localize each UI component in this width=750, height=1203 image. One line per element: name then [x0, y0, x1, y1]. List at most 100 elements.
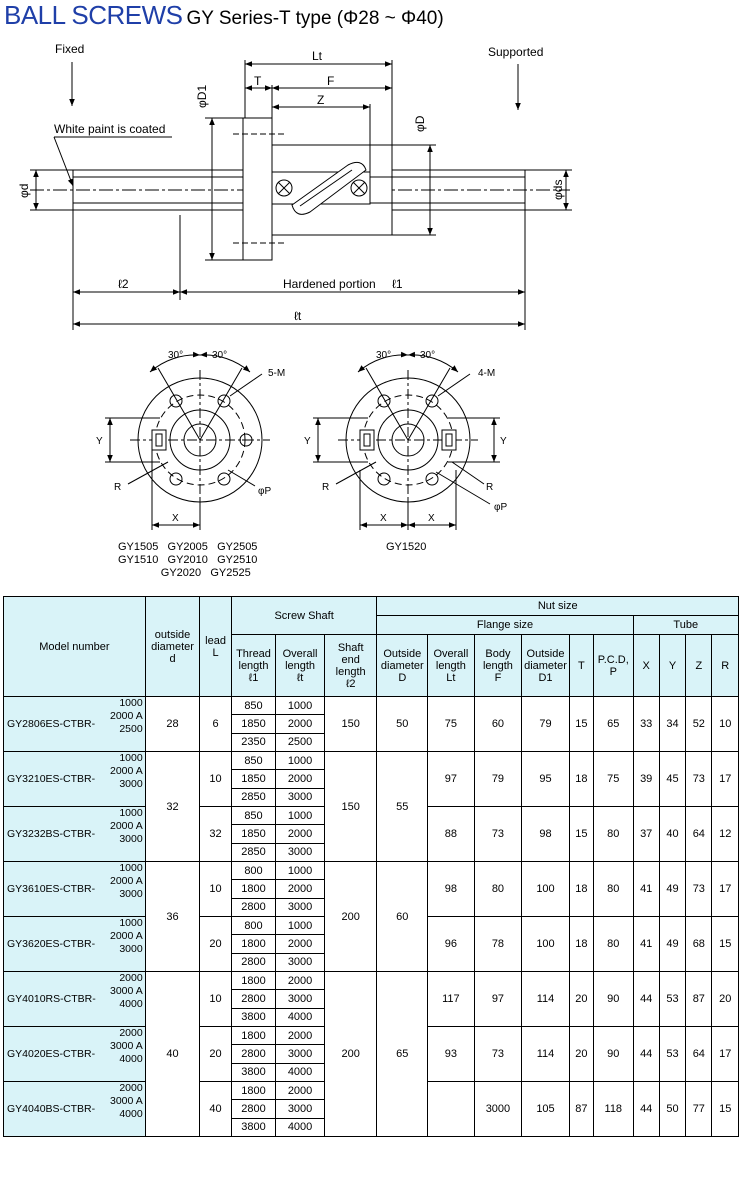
model-number: GY3610ES-CTBR- — [7, 883, 96, 895]
thread-length-cell: 1800 — [230, 879, 277, 899]
nut-T-cell: 18 — [568, 751, 595, 807]
nut-P-cell: 118 — [593, 1081, 634, 1137]
model-length-option: 3000 — [119, 833, 143, 845]
thread-length-cell: 1850 — [230, 824, 277, 844]
lead-cell: 32 — [199, 806, 232, 862]
nut-Lt-cell: 97 — [427, 751, 475, 807]
nut-Z-cell: 52 — [685, 696, 713, 752]
label-T: T — [254, 74, 262, 88]
nut-Z-cell: 87 — [685, 971, 713, 1027]
flange-view-4-hole — [313, 351, 500, 530]
nut-R-cell: 10 — [711, 696, 739, 752]
nut-D1-cell: 100 — [521, 916, 570, 972]
lead-cell: 20 — [199, 1026, 232, 1082]
nut-F-cell: 60 — [473, 696, 523, 752]
overall-length-cell: 2000 — [275, 934, 325, 954]
overall-length-cell: 2000 — [275, 1080, 325, 1101]
overall-length-cell: 1000 — [275, 750, 325, 771]
overall-length-cell: 3000 — [275, 842, 325, 863]
model-number: GY2806ES-CTBR- — [7, 718, 96, 730]
model-length-option: 1000 — [119, 697, 143, 710]
nut-X-cell: 41 — [632, 861, 660, 917]
thread-length-cell: 800 — [230, 915, 277, 936]
nut-D1-cell: 98 — [521, 806, 570, 862]
right-Y-left: Y — [304, 436, 311, 447]
nut-R-cell: 20 — [711, 971, 739, 1027]
th-flange-size: Flange size — [376, 615, 634, 635]
right-R-right: R — [486, 482, 493, 493]
lead-cell: 40 — [199, 1081, 232, 1137]
nut-Z-cell: 64 — [685, 1026, 713, 1082]
model-length-option: 3000 — [119, 888, 143, 900]
outside-diameter-cell: 32 — [144, 751, 201, 862]
overall-length-cell: 3000 — [275, 1099, 325, 1119]
nut-outside-diameter-cell: 60 — [376, 861, 429, 972]
overall-length-cell: 3000 — [275, 1044, 325, 1064]
overall-length-cell: 4000 — [275, 1007, 325, 1028]
nut-P-cell: 65 — [593, 696, 634, 752]
model-length-option: 3000 A — [110, 1040, 143, 1052]
outside-diameter-cell: 28 — [144, 696, 201, 752]
overall-length-cell: 1000 — [275, 915, 325, 936]
model-number: GY4020ES-CTBR- — [7, 1048, 96, 1060]
nut-F-cell: 73 — [473, 1026, 523, 1082]
label-D: φD — [413, 115, 427, 132]
th-pcd: P.C.D,P — [593, 634, 634, 697]
model-length-option: 4000 — [119, 1108, 143, 1120]
nut-F-cell: 3000 — [473, 1081, 523, 1137]
right-P: φP — [494, 502, 507, 513]
model-length-option: 2000 A — [110, 930, 143, 942]
nut-Y-cell: 53 — [658, 1026, 687, 1082]
label-F: F — [327, 74, 334, 88]
nut-X-cell: 33 — [632, 696, 660, 752]
th-Z: Z — [685, 634, 713, 697]
nut-D1-cell: 105 — [521, 1081, 570, 1137]
model-length-option: 2000 A — [110, 710, 143, 722]
left-holes-label: 5-M — [268, 368, 285, 379]
nut-Lt-cell: 75 — [427, 696, 475, 752]
nut-Lt-cell: 117 — [427, 971, 475, 1027]
thread-length-cell: 850 — [230, 750, 277, 771]
th-R: R — [711, 634, 739, 697]
nut-D1-cell: 100 — [521, 861, 570, 917]
nut-T-cell: 18 — [568, 861, 595, 917]
model-number: GY3210ES-CTBR- — [7, 773, 96, 785]
overall-length-cell: 2000 — [275, 1025, 325, 1046]
overall-length-cell: 2000 — [275, 879, 325, 899]
lead-cell: 10 — [199, 861, 232, 917]
th-tube: Tube — [632, 615, 740, 635]
label-d: φd — [17, 184, 31, 198]
thread-length-cell: 1800 — [230, 1025, 277, 1046]
thread-length-cell: 1800 — [230, 934, 277, 954]
nut-Z-cell: 73 — [685, 861, 713, 917]
model-length-option: 2000 A — [110, 820, 143, 832]
label-Z: Z — [317, 93, 324, 107]
nut-R-cell: 15 — [711, 1081, 739, 1137]
label-lt: ℓt — [294, 309, 302, 323]
nut-P-cell: 75 — [593, 751, 634, 807]
model-number: GY3620ES-CTBR- — [7, 938, 96, 950]
right-holes-label: 4-M — [478, 368, 495, 379]
thread-length-cell: 1850 — [230, 769, 277, 789]
lead-cell: 10 — [199, 971, 232, 1027]
nut-T-cell: 18 — [568, 916, 595, 972]
flange-view-6-hole — [105, 351, 270, 530]
model-length-option: 3000 A — [110, 985, 143, 997]
title-subtitle: GY Series-T type (Φ28 ~ Φ40) — [186, 8, 444, 29]
